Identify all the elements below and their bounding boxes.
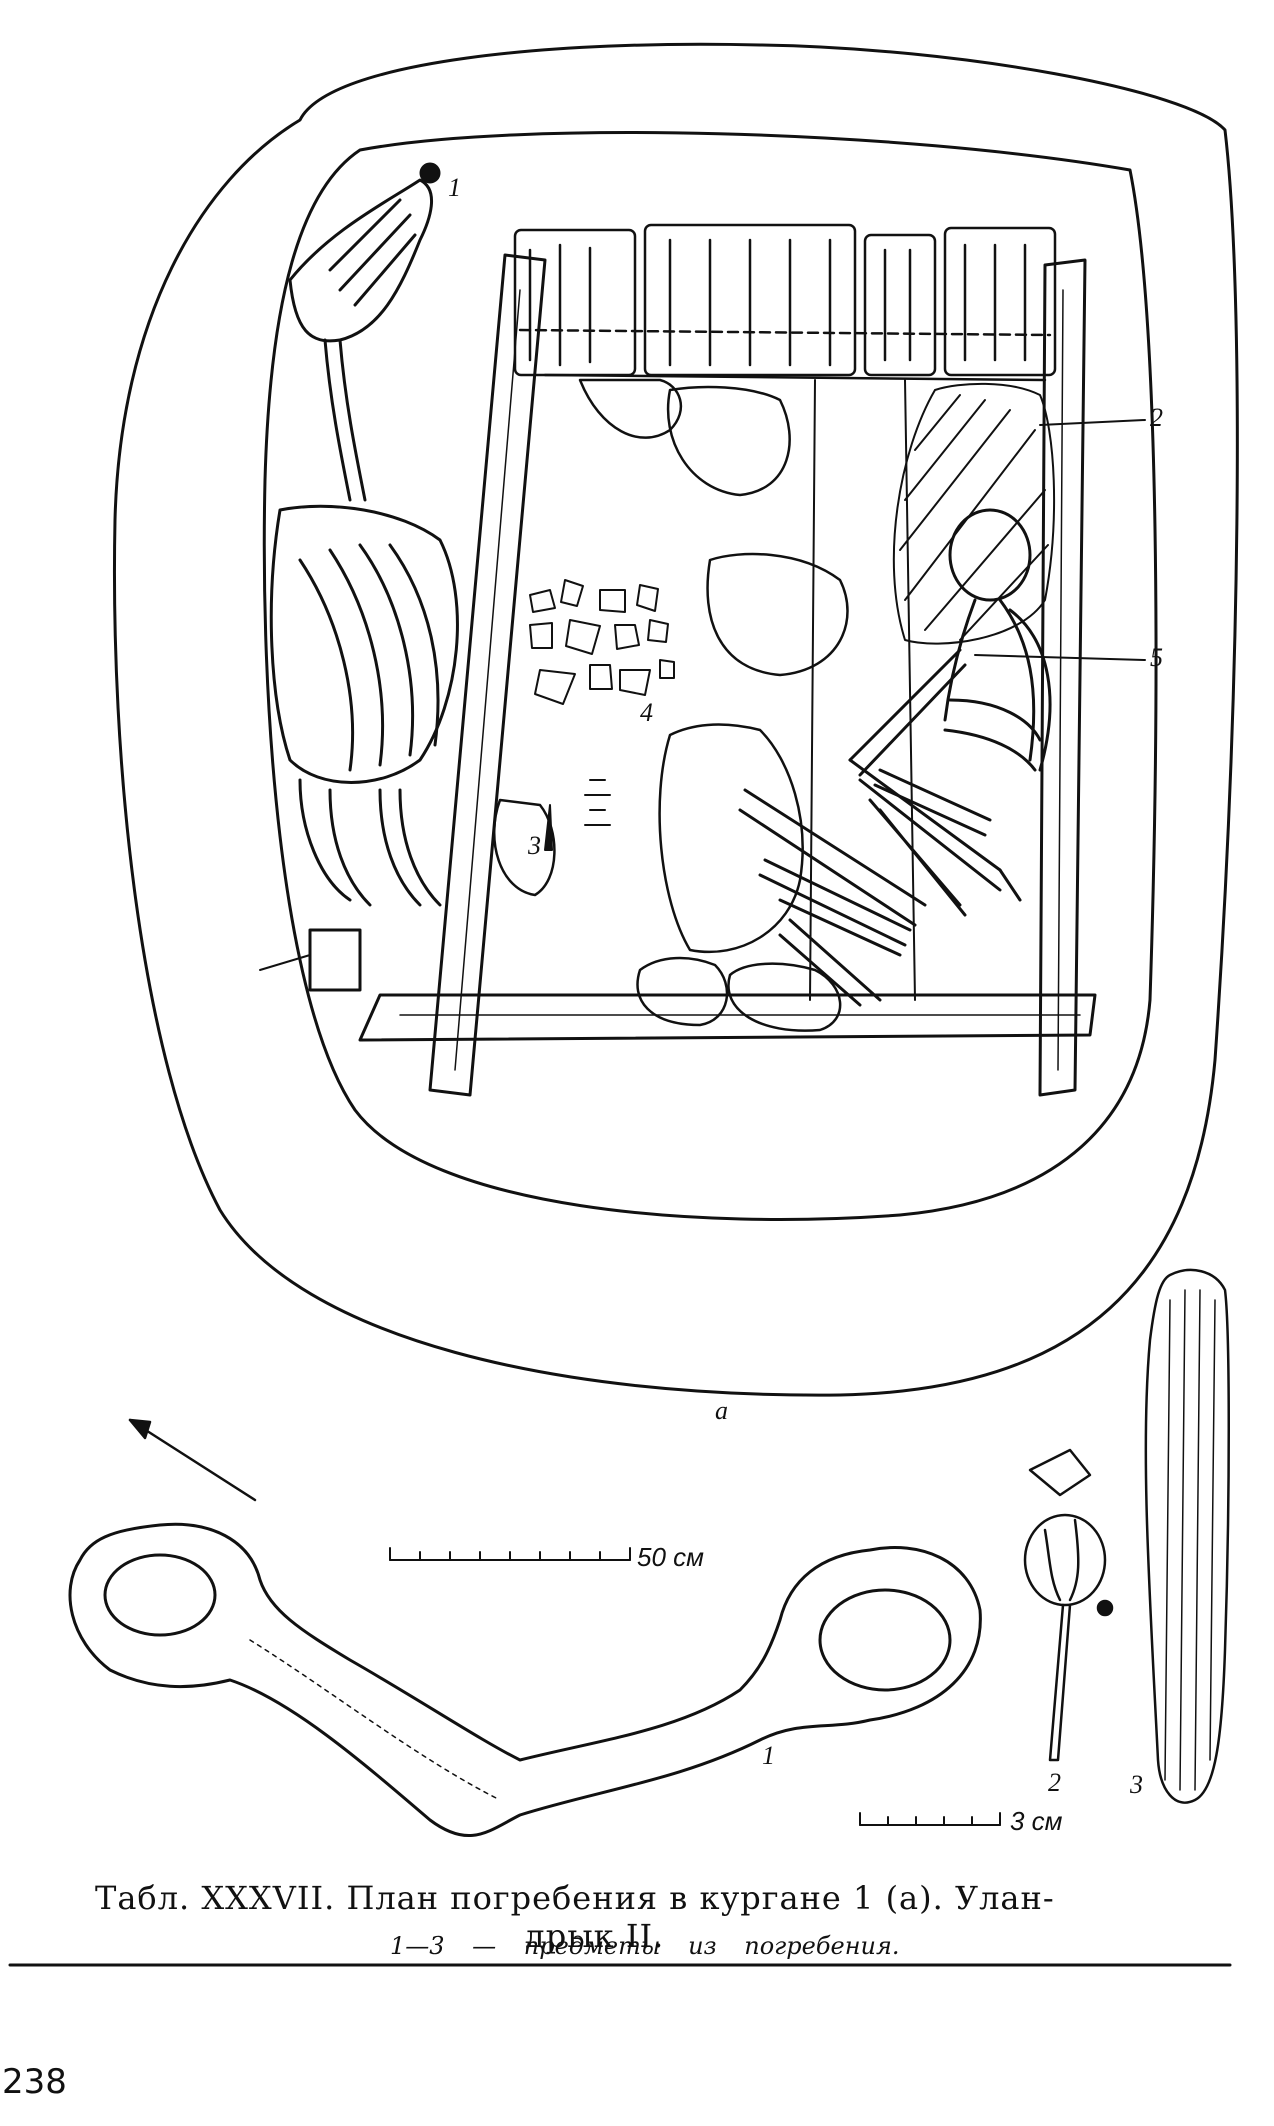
label-subfigure-a: a	[715, 1396, 728, 1425]
pit-outline	[112, 42, 1239, 1397]
inner-outline	[262, 131, 1158, 1221]
label-find-2: 2	[1048, 1768, 1061, 1797]
label-1: 1	[448, 173, 461, 202]
find-pin	[1023, 1448, 1114, 1762]
label-find-3: 3	[1130, 1770, 1143, 1799]
caption-line-2: дрык II.	[525, 1917, 665, 1955]
leg-bones	[738, 788, 927, 1007]
pottery-sherds	[529, 579, 675, 705]
caption-line-1: Табл. XXXVII. План погребения в кургане …	[95, 1879, 1055, 1917]
label-4: 4	[640, 698, 653, 727]
find-horse-bit	[68, 1522, 982, 1838]
bottom-log	[358, 993, 1097, 1042]
scale-label-plan: 50 см	[637, 1542, 704, 1572]
horse-skeleton	[269, 162, 459, 992]
direction-arrow	[128, 1418, 257, 1502]
leader-lines	[259, 419, 1146, 971]
label-2: 2	[1150, 403, 1163, 432]
stones	[492, 378, 849, 1032]
scale-label-finds: 3 см	[1010, 1806, 1063, 1836]
page-number: 238	[2, 2062, 67, 2102]
caption-line-3: 1—3 — предметы из погребения.	[390, 1932, 900, 1960]
label-find-1: 1	[762, 1741, 775, 1770]
scale-bar-plan	[389, 1547, 631, 1561]
human-skeleton	[848, 508, 1052, 917]
label-5: 5	[1150, 643, 1163, 672]
label-3: 3	[528, 831, 541, 860]
right-log	[1038, 258, 1087, 1097]
scale-bar-finds	[859, 1812, 1001, 1826]
find-wooden-fragment	[1144, 1268, 1230, 1804]
left-log	[428, 253, 547, 1097]
top-logs	[513, 223, 1057, 377]
small-objects	[544, 779, 611, 851]
